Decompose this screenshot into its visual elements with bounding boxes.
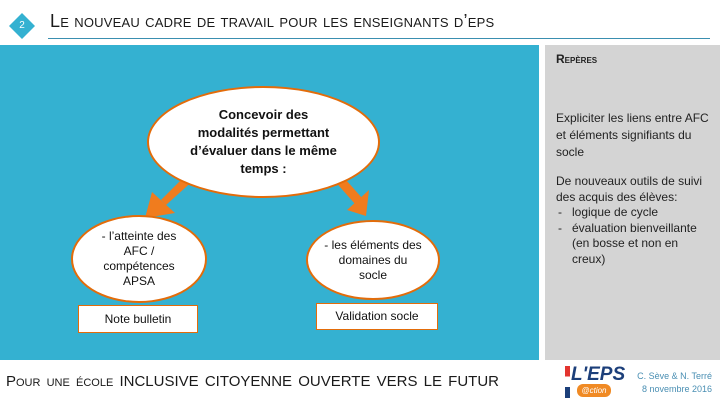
central-concept-text: Concevoir des modalités permettant d’éva… xyxy=(190,107,337,176)
socle-bubble: - les éléments des domaines du socle xyxy=(306,220,440,300)
sidebar-heading: Repères xyxy=(556,52,598,66)
diamond-icon xyxy=(9,13,35,39)
logo-subtext: @ction xyxy=(577,384,611,397)
header-divider xyxy=(48,38,710,39)
side-panel xyxy=(545,45,720,360)
sidebar-list: logique de cycle évaluation bienveillant… xyxy=(556,205,714,267)
sidebar-list-intro: De nouveaux outils de suivi des acquis d… xyxy=(556,174,703,204)
socle-bubble-text: - les éléments des domaines du socle xyxy=(324,237,422,282)
sidebar-paragraph: Expliciter les liens entre AFC et élémen… xyxy=(556,111,709,159)
afc-bubble-text: - l’atteinte des AFC / compétences APSA xyxy=(101,229,177,288)
note-bulletin-box: Note bulletin xyxy=(78,305,198,333)
validation-socle-box: Validation socle xyxy=(316,303,438,330)
list-item: évaluation bienveillante (en bosse et no… xyxy=(556,221,714,268)
afc-bubble: - l’atteinte des AFC / compétences APSA xyxy=(71,215,207,303)
slide-number-badge: 2 xyxy=(9,13,35,39)
footer-tagline: Pour une école INCLUSIVE CITOYENNE OUVER… xyxy=(6,373,499,390)
eps-action-logo: L'EPS @ction xyxy=(565,364,625,400)
list-item: logique de cycle xyxy=(556,205,714,221)
page-title: Le nouveau cadre de travail pour les ens… xyxy=(50,11,495,31)
slide-number: 2 xyxy=(19,20,25,31)
credit-date: 8 novembre 2016 xyxy=(641,384,712,394)
logo-text: L'EPS xyxy=(571,364,626,385)
credit-authors: C. Sève & N. Terré xyxy=(637,371,712,381)
central-concept-oval: Concevoir des modalités permettant d’éva… xyxy=(147,86,380,198)
sidebar-list-block: De nouveaux outils de suivi des acquis d… xyxy=(556,174,714,267)
credits: C. Sève & N. Terré 8 novembre 2016 xyxy=(630,370,712,396)
flag-stripe-icon xyxy=(565,366,570,398)
